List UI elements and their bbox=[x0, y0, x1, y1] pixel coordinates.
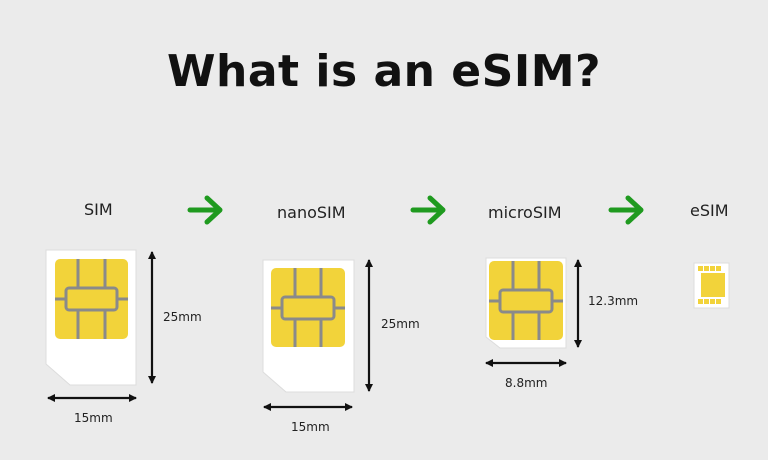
nanosim-card bbox=[262, 259, 355, 393]
microsim-height-label: 12.3mm bbox=[588, 294, 639, 308]
sim-chip-icon bbox=[55, 259, 128, 339]
nanosim-height-label: 25mm bbox=[381, 317, 420, 331]
esim-chip bbox=[693, 262, 730, 309]
label-nanosim: nanoSIM bbox=[277, 203, 346, 222]
label-sim: SIM bbox=[84, 200, 113, 219]
microsim-width-label: 8.8mm bbox=[505, 376, 548, 390]
sim-chip-icon bbox=[271, 268, 345, 347]
green-arrow-icon bbox=[410, 195, 446, 225]
sim-height-label: 25mm bbox=[163, 310, 202, 324]
sim-width-label: 15mm bbox=[74, 411, 113, 425]
label-microsim: microSIM bbox=[488, 203, 562, 222]
green-arrow-icon bbox=[187, 195, 223, 225]
nanosim-width-label: 15mm bbox=[291, 420, 330, 434]
sim-chip-icon bbox=[489, 261, 563, 340]
microsim-card bbox=[485, 257, 567, 349]
label-esim: eSIM bbox=[690, 201, 729, 220]
green-arrow-icon bbox=[608, 195, 644, 225]
page-title: What is an eSIM? bbox=[166, 46, 602, 97]
esim-contacts bbox=[698, 266, 725, 304]
sim-card bbox=[45, 249, 137, 386]
